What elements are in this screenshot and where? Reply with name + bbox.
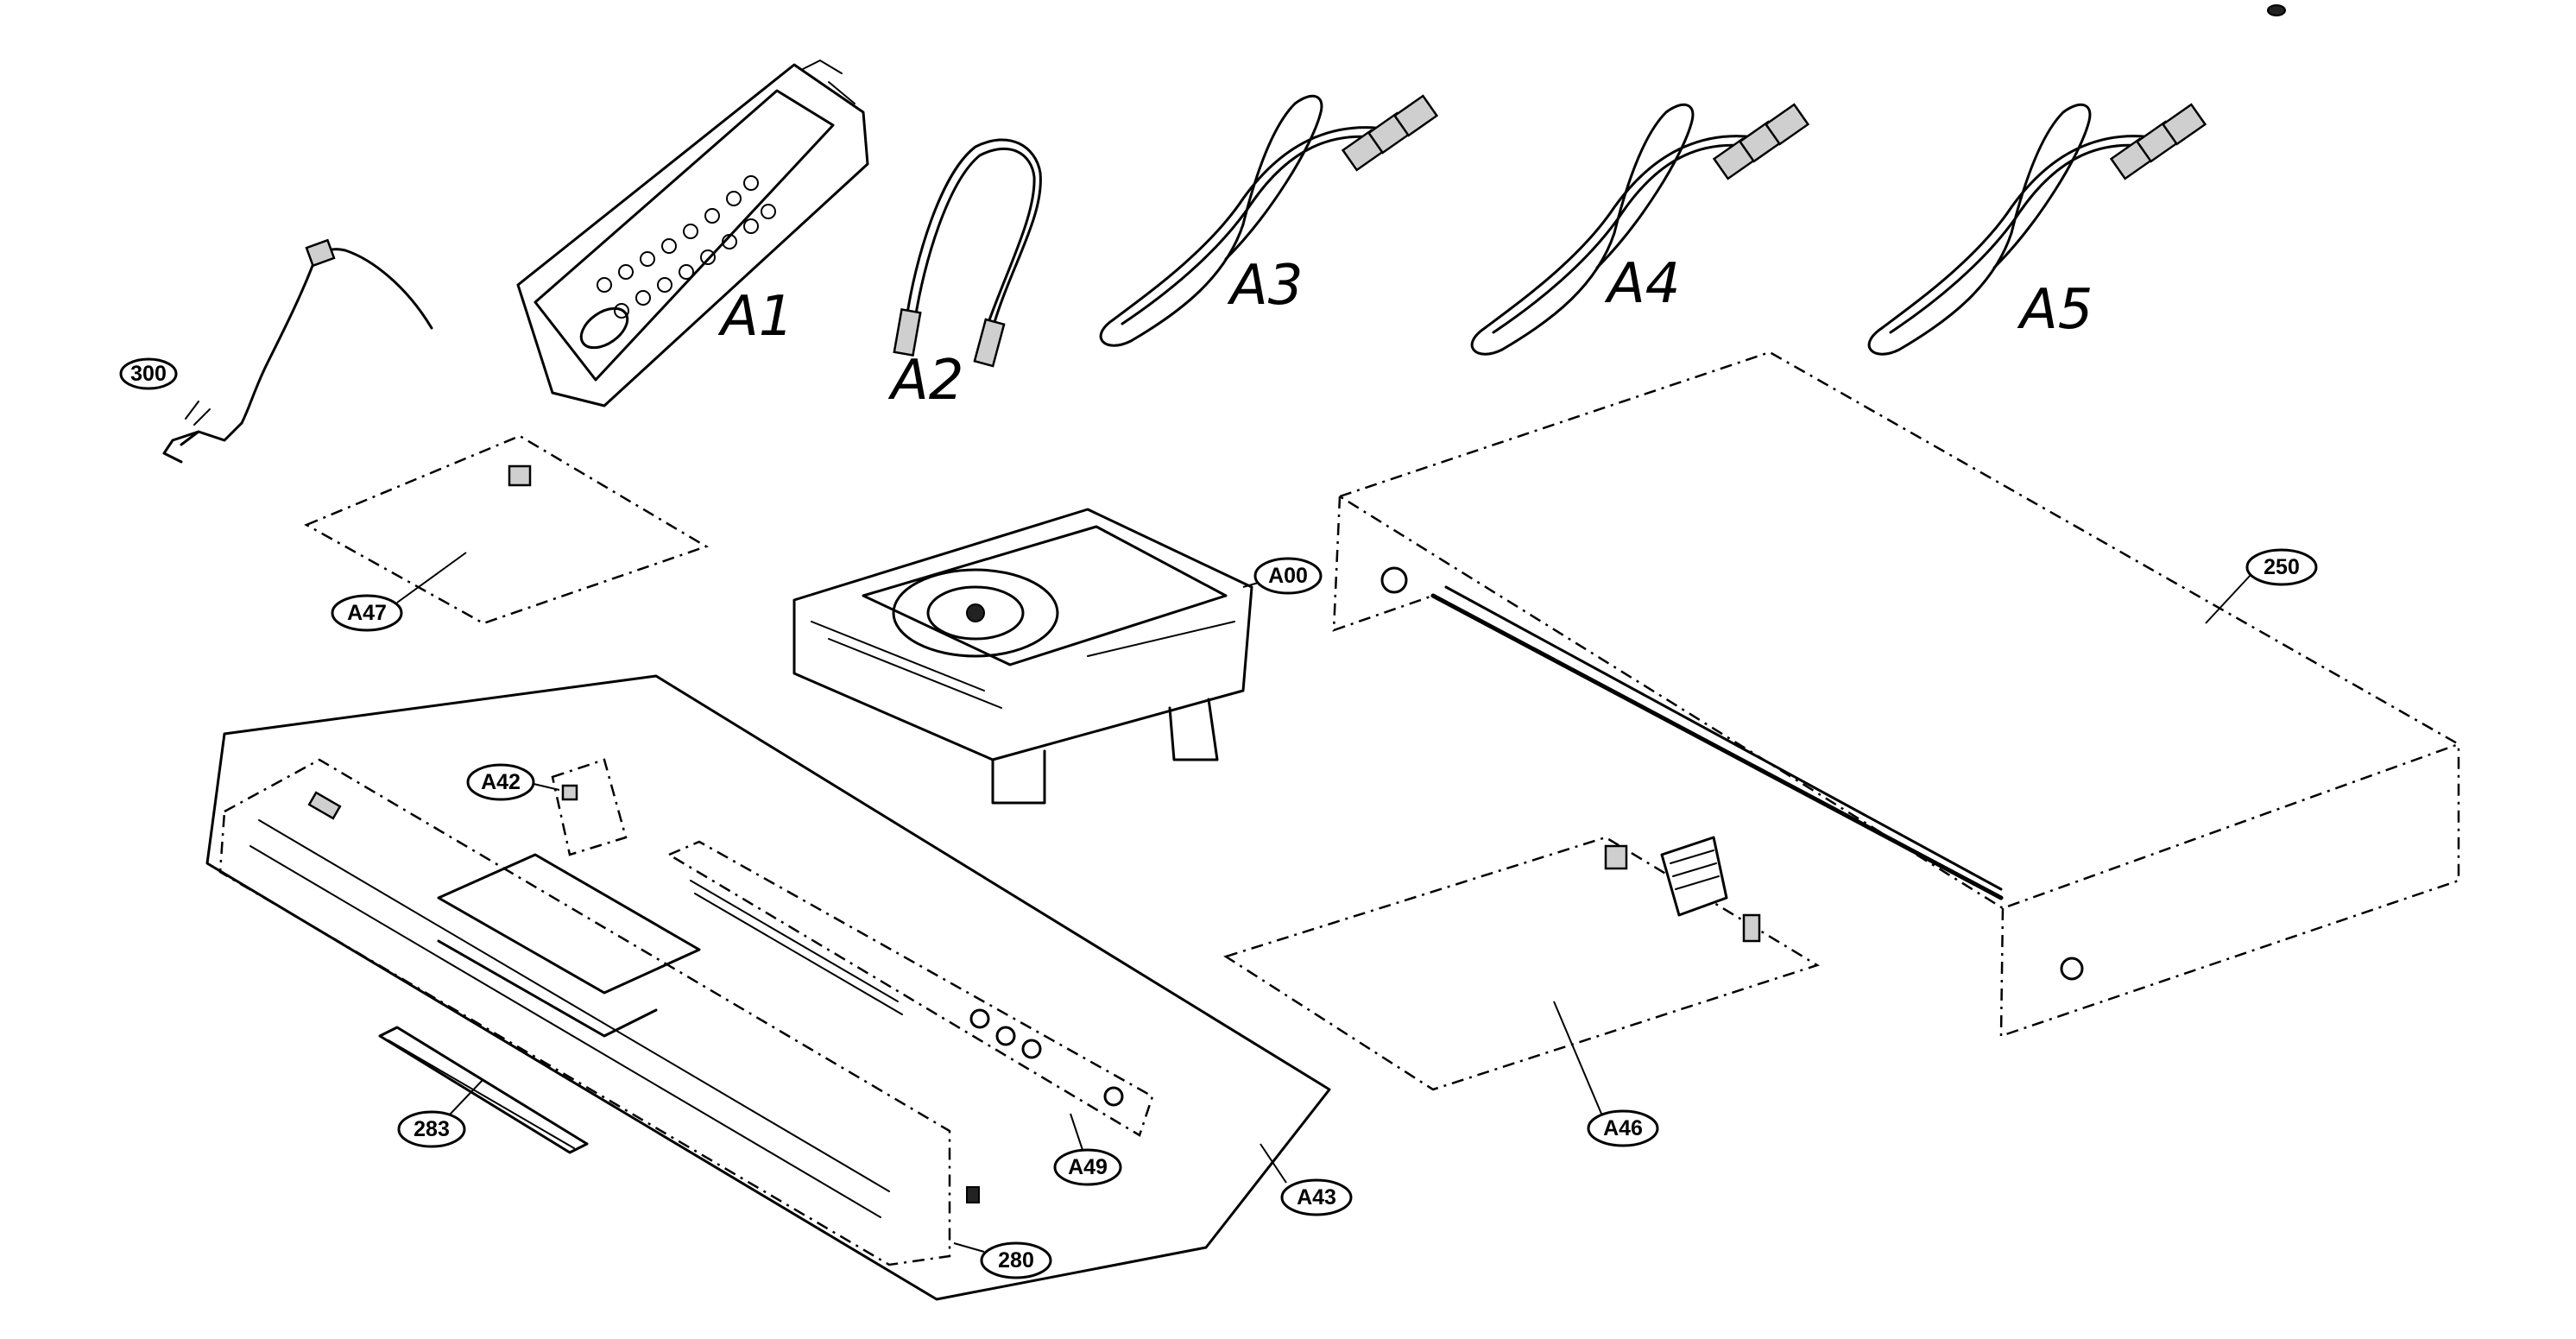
callout-cabinet: 250 (2205, 548, 2318, 624)
display-window (378, 1026, 589, 1154)
svideo-cable (893, 138, 1042, 368)
callout-front-panel-assy: A43 (1260, 1143, 1353, 1216)
callout-front-panel-label: 280 (998, 1248, 1034, 1273)
callout-switch-board-label: A42 (481, 770, 521, 794)
callout-sub-board: A47 (331, 552, 467, 632)
callout-front-panel: 280 (953, 1241, 1052, 1279)
front-panel (218, 758, 980, 1266)
av-cable-a3 (1099, 94, 1439, 347)
rca-plugs-a4 (1712, 103, 1810, 180)
callout-window: 283 (397, 1078, 484, 1148)
av-cable-a4 (1470, 103, 1810, 356)
main-board-a46 (1223, 836, 1820, 1091)
rca-plugs-a5 (2109, 103, 2207, 180)
top-cabinet (1332, 351, 2461, 1038)
callout-switch-board: A42 (466, 763, 560, 801)
front-panel-assembly (205, 674, 1331, 1301)
callout-front-board: A49 (1053, 1113, 1122, 1186)
label-a3: A3 (1227, 254, 1304, 318)
label-a2: A2 (887, 349, 964, 413)
av-cable-a5 (1867, 103, 2207, 356)
callout-loader-label: A00 (1268, 564, 1308, 588)
dvd-loader (792, 508, 1253, 805)
callout-power-cord-label: 300 (130, 362, 167, 386)
remote-control (516, 59, 869, 407)
callout-power-cord: 300 (119, 357, 178, 390)
callout-loader: A00 (1242, 557, 1323, 595)
callout-main-board: A46 (1553, 1001, 1659, 1147)
remote-buttons (579, 175, 776, 350)
switch-board-a42 (551, 758, 628, 856)
label-a4: A4 (1604, 252, 1681, 316)
sub-board-a47 (304, 434, 709, 625)
power-cord (162, 238, 433, 464)
front-board-a49 (666, 840, 1154, 1137)
label-a1: A1 (717, 285, 794, 349)
callout-front-panel-assy-label: A43 (1297, 1185, 1336, 1210)
callout-window-label: 283 (414, 1117, 450, 1141)
label-a5: A5 (2017, 278, 2093, 342)
rca-plugs-a3 (1341, 94, 1439, 172)
callout-cabinet-label: 250 (2263, 555, 2300, 579)
callout-sub-board-label: A47 (347, 601, 387, 625)
ink-dot (2267, 4, 2286, 16)
callout-front-board-label: A49 (1068, 1155, 1108, 1179)
callout-main-board-label: A46 (1603, 1116, 1643, 1140)
